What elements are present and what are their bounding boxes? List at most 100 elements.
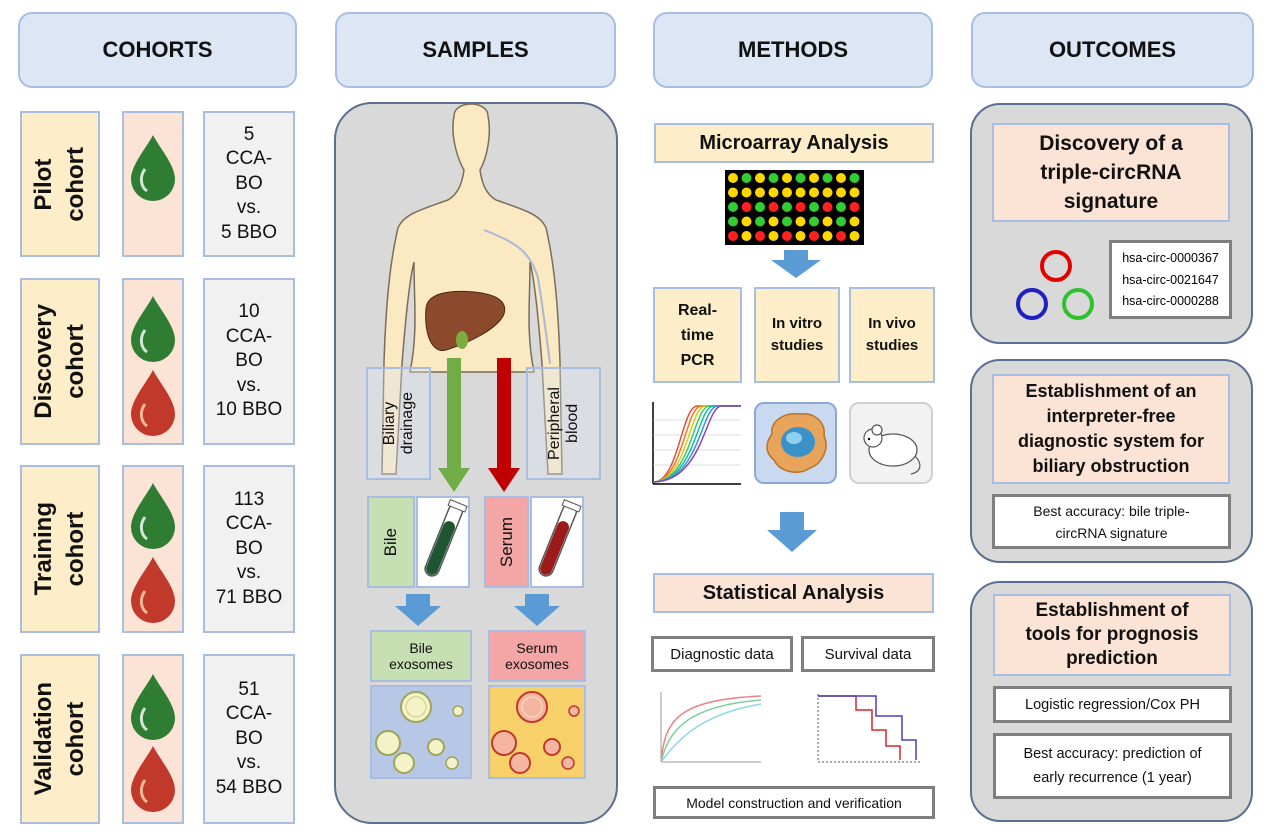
- liver-icon: [425, 290, 506, 351]
- cohort-name-line1: Training: [30, 502, 57, 596]
- best2-line: Best accuracy: prediction of: [1023, 746, 1202, 762]
- microarray-spot: [755, 202, 765, 212]
- count-line: CCA-: [225, 513, 273, 535]
- microarray-spot: [728, 216, 738, 227]
- microarray-grid-icon: [728, 173, 860, 241]
- microarray-spot: [809, 173, 819, 183]
- header-methods-label: METHODS: [738, 37, 848, 62]
- green-drop-icon: [131, 296, 175, 362]
- circrna-id: hsa-circ-0021647: [1122, 272, 1219, 287]
- green-drop-icon: [131, 674, 175, 740]
- microarray-spot: [755, 231, 765, 241]
- invivo-line: studies: [865, 337, 919, 354]
- logistic-regression-box: Logistic regression/Cox PH: [993, 686, 1232, 723]
- count-line: 10: [238, 301, 260, 323]
- microarray-spot: [795, 216, 806, 227]
- circrna-id: hsa-circ-0000367: [1122, 250, 1219, 265]
- red-drop-icon: [131, 746, 175, 812]
- serum-exo-line2: exosomes: [505, 656, 569, 672]
- tools-line: prediction: [1066, 648, 1158, 669]
- body-illustration: [381, 103, 563, 492]
- microarray-spot: [755, 216, 765, 227]
- microarray-spot: [822, 216, 833, 227]
- microarray-spot: [795, 173, 806, 183]
- microarray-spot: [741, 231, 752, 241]
- microarray-spot: [782, 231, 792, 241]
- bile-test-tube-icon: [424, 499, 468, 577]
- biliary-line2: drainage: [398, 392, 416, 455]
- peripheral-line2: blood: [563, 403, 581, 444]
- count-line: BO: [235, 350, 263, 372]
- microarray-spot: [836, 202, 846, 212]
- bile-exosomes-image: [370, 685, 472, 779]
- count-line: vs.: [236, 562, 262, 584]
- arrow-down-icon: [767, 512, 817, 552]
- discovery-line: signature: [1063, 190, 1159, 213]
- cohort-drop-pilot: [122, 111, 184, 257]
- microarray-spot: [795, 231, 806, 241]
- best-accuracy-bile-box: Best accuracy: bile triple-circRNA signa…: [992, 494, 1231, 549]
- microarray-spot: [849, 187, 860, 198]
- arrow-down-icon: [514, 594, 560, 626]
- microarray-spot: [782, 173, 792, 183]
- microarray-spot: [728, 231, 738, 241]
- survival-label: Survival data: [824, 645, 912, 663]
- statistical-analysis-box: Statistical Analysis: [653, 573, 934, 613]
- count-line: vs.: [236, 374, 262, 396]
- microarray-spot: [849, 202, 860, 212]
- exosome-vesicles-icon: [491, 691, 580, 774]
- count-line: 5 BBO: [221, 221, 277, 243]
- cohort-drop-validation: [122, 654, 184, 824]
- statistical-label: Statistical Analysis: [702, 581, 885, 604]
- serum-label: Serum: [496, 516, 516, 568]
- green-drop-icon: [131, 483, 175, 549]
- count-line: CCA-: [225, 325, 273, 347]
- microarray-spot: [768, 187, 779, 198]
- header-methods: METHODS: [653, 12, 933, 88]
- microarray-spot: [782, 216, 792, 227]
- serum-exo-line1: Serum: [516, 640, 558, 656]
- microarray-spot: [741, 202, 752, 212]
- microarray-spot: [795, 202, 806, 212]
- count-line: 5: [243, 123, 255, 145]
- arrow-down-icon: [771, 250, 821, 278]
- cohort-name-line2: cohort: [62, 324, 89, 399]
- cohort-name-line1: Discovery: [30, 304, 57, 419]
- rtpcr-line: Real-: [677, 301, 718, 319]
- count-line: BO: [235, 172, 263, 194]
- bile-label-box: Bile: [367, 496, 415, 588]
- microarray-spot: [809, 231, 819, 241]
- microarray-spot: [836, 173, 846, 183]
- count-line: vs.: [236, 197, 262, 219]
- microarray-spot: [782, 202, 792, 212]
- count-line: CCA-: [225, 703, 273, 725]
- cell-image-box: [754, 402, 837, 484]
- cohort-name-line2: cohort: [62, 511, 89, 587]
- microarray-spot: [822, 202, 833, 212]
- microarray-spot: [809, 202, 819, 212]
- establishment-line: biliary obstruction: [1032, 456, 1190, 476]
- microarray-spot: [728, 202, 738, 212]
- invitro-line: In vitro: [771, 315, 822, 332]
- header-cohorts-label: COHORTS: [102, 37, 213, 62]
- model-label: Model construction and verification: [686, 794, 902, 811]
- rtpcr-line: time: [681, 326, 714, 344]
- roc-curve-icon: [660, 692, 762, 763]
- header-outcomes-label: OUTCOMES: [1048, 37, 1177, 62]
- cohort-drop-training: [122, 465, 184, 633]
- bile-exo-line2: exosomes: [389, 656, 453, 672]
- microarray-analysis-box: Microarray Analysis: [654, 123, 934, 163]
- cohort-name-line2: cohort: [62, 146, 89, 222]
- count-line: 51: [238, 678, 260, 700]
